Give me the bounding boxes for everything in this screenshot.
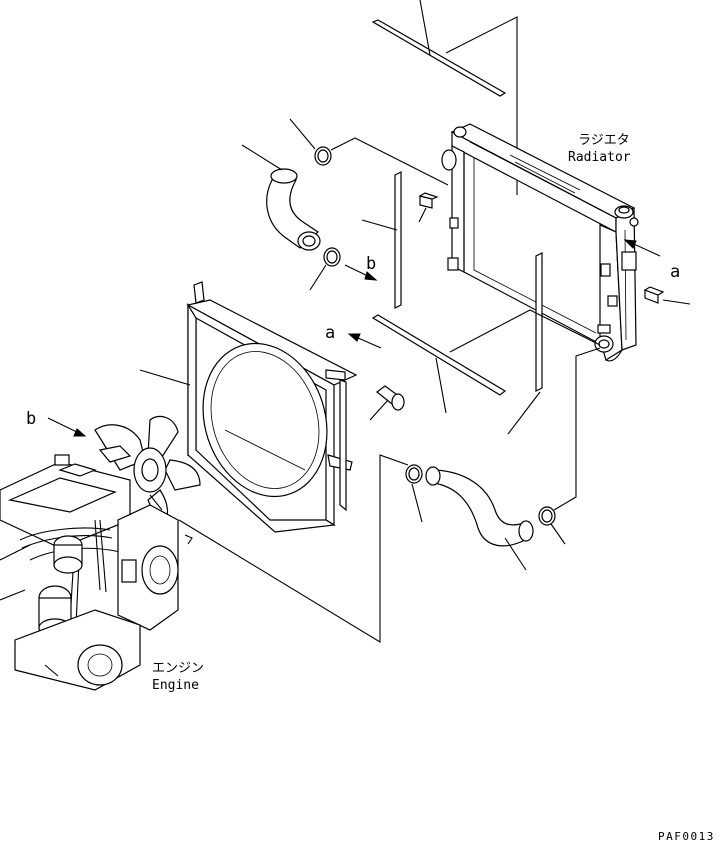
radiator-label-en: Radiator [568, 150, 631, 165]
figure-code: PAF0013 [658, 830, 715, 843]
lower-seal-strip [371, 309, 601, 414]
lower-hose-clamp-right [538, 347, 601, 545]
ref-arrow-b-hose [344, 264, 378, 281]
engine-label-en: Engine [152, 678, 199, 693]
engine [0, 415, 201, 691]
upper-hose-clamp-lower [309, 247, 341, 291]
mount-bolt [369, 385, 405, 421]
cushion-pad-right [643, 286, 691, 305]
upper-hose [241, 144, 321, 251]
engine-label-jp: エンジン [152, 661, 204, 676]
vertical-seal-right [507, 252, 543, 435]
mount-bracket-small [418, 192, 439, 223]
vertical-seal-left [361, 171, 402, 309]
radiator-label-jp: ラジエタ [578, 133, 630, 148]
ref-label-b-hose: b [366, 254, 376, 274]
ref-label-b-engine: b [26, 409, 36, 429]
upper-hose-clamp [289, 118, 449, 186]
lower-hose-clamp-left [178, 454, 423, 643]
upper-seal-strip [371, 0, 518, 195]
radiator [441, 123, 639, 362]
ref-arrow-a-right [623, 239, 661, 257]
ref-arrow-b-engine [47, 417, 87, 437]
lower-hose [425, 466, 534, 571]
ref-arrow-a-shroud [347, 333, 382, 349]
ref-label-a-shroud: a [325, 323, 335, 343]
ref-label-a-right: a [670, 262, 680, 282]
fan-shroud [139, 281, 358, 533]
